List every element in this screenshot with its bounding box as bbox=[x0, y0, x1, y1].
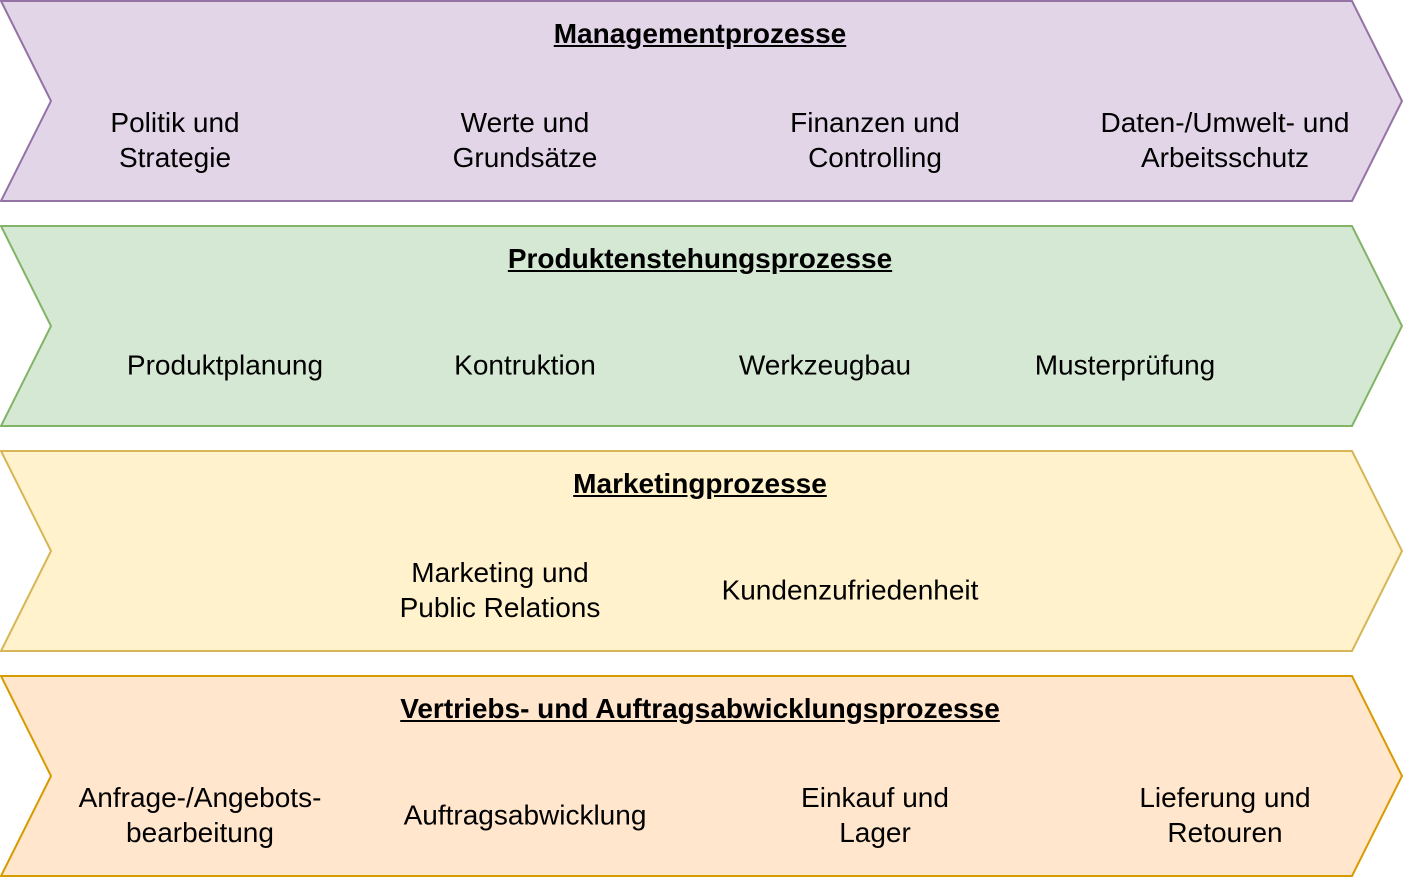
process-item: Daten-/Umwelt- und Arbeitsschutz bbox=[1100, 107, 1350, 173]
process-item: Kundenzufriedenheit bbox=[721, 574, 979, 606]
band-product-development: Produktenstehungsprozesse Produktplanung… bbox=[0, 225, 1403, 427]
band-title-product-development: Produktenstehungsprozesse bbox=[507, 243, 893, 274]
chevron-shape-management bbox=[0, 0, 1403, 202]
band-management: Managementprozesse Politik und Strategie… bbox=[0, 0, 1403, 202]
band-title-marketing: Marketingprozesse bbox=[573, 468, 827, 499]
process-item: Einkauf und Lager bbox=[801, 782, 949, 848]
process-item: Lieferung und Retouren bbox=[1139, 782, 1311, 848]
chevron-shape-marketing bbox=[0, 450, 1403, 652]
process-item: Werkzeugbau bbox=[738, 349, 912, 381]
band-title-sales-order-processing: Vertriebs- und Auftragsabwicklungsprozes… bbox=[400, 693, 1000, 724]
process-item: Musterprüfung bbox=[1034, 349, 1216, 381]
chevron-shape-sales-order-processing bbox=[0, 675, 1403, 877]
process-item: Marketing und Public Relations bbox=[399, 557, 601, 623]
process-item: Finanzen und Controlling bbox=[790, 107, 960, 173]
chevron-shape-product-development bbox=[0, 225, 1403, 427]
band-sales-order-processing: Vertriebs- und Auftragsabwicklungsprozes… bbox=[0, 675, 1403, 877]
process-item: Anfrage-/Angebots- bearbeitung bbox=[78, 782, 322, 848]
process-item: Produktplanung bbox=[126, 349, 324, 381]
process-item: Kontruktion bbox=[454, 349, 596, 381]
process-item: Werte und Grundsätze bbox=[452, 107, 598, 173]
band-title-management: Managementprozesse bbox=[553, 18, 847, 49]
process-item: Auftragsabwicklung bbox=[403, 799, 647, 831]
band-marketing: Marketingprozesse Marketing und Public R… bbox=[0, 450, 1403, 652]
process-item: Politik und Strategie bbox=[110, 107, 240, 173]
